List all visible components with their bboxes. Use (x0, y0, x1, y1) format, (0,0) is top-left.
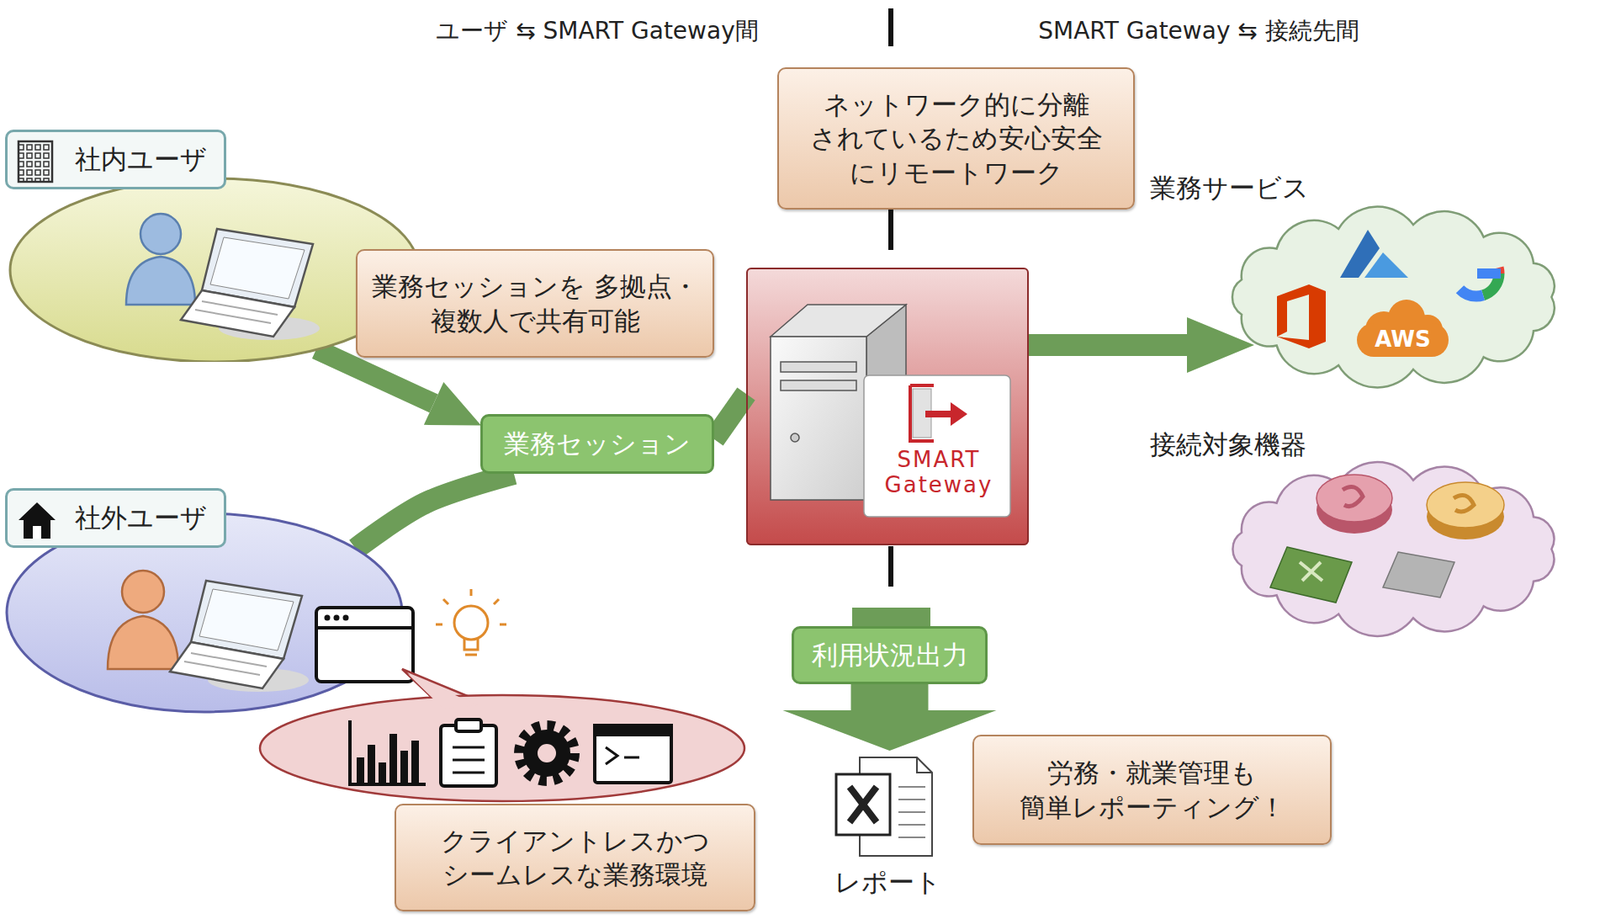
lightbulb-icon (435, 588, 507, 625)
clipboard-icon (440, 725, 497, 786)
node-text: 業務セッションを 多拠点・複数人で共有可能 (370, 269, 700, 338)
chart-icon (349, 720, 426, 785)
divider-line (888, 209, 894, 250)
excel-icon (898, 786, 926, 838)
terminal-icon (605, 747, 640, 764)
section-header: SMART Gateway ⇆ 接続先間 (1038, 16, 1359, 45)
server-icon (770, 336, 867, 500)
gear-icon (537, 743, 557, 763)
server-icon (780, 361, 857, 372)
chart-icon (356, 757, 365, 783)
flow-arrow (1028, 333, 1187, 356)
chart-icon (400, 750, 408, 783)
gateway-housing (746, 267, 1029, 546)
excel-icon (849, 786, 877, 822)
terminal-icon (594, 725, 672, 783)
node-text: 労務・就業管理も 簡単レポーティング！ (987, 755, 1317, 824)
terminal-icon (594, 725, 672, 735)
cloud-shape (1232, 206, 1555, 388)
user-group: 社外ユーザ (5, 487, 409, 716)
gear-icon (523, 729, 571, 777)
clipboard-icon (455, 719, 482, 732)
clipboard-icon (440, 719, 497, 786)
group-tag: 社外ユーザ (5, 487, 227, 548)
cloud-heading: 業務サービス (1149, 172, 1309, 204)
label-holder: ユーザ ⇆ SMART Gateway間 (370, 15, 825, 48)
logo-box (925, 402, 968, 426)
node-text: SMART Gateway (865, 447, 1012, 499)
chart-icon (349, 720, 426, 785)
feature-callout: クライアントレスかつ シームレスな業務環境 (394, 803, 756, 912)
excel-icon (836, 773, 891, 835)
gateway-housing (746, 267, 1029, 546)
feature-callout: 労務・就業管理も 簡単レポーティング！ (972, 734, 1332, 845)
service-cloud: 業務サービス (1149, 172, 1582, 393)
node-text: ネットワーク的に分離 されているため安心安全 にリモートワーク (792, 87, 1120, 190)
lightbulb-icon (435, 588, 507, 655)
server-icon (780, 380, 857, 391)
gateway-box: SMART Gateway (746, 267, 1029, 546)
node-text: レポート (834, 866, 942, 898)
chart-icon (389, 733, 398, 783)
speech-bubble (407, 673, 478, 709)
cloud-shape (1149, 172, 1582, 393)
label-holder: AWS (1356, 326, 1449, 352)
cloud-shape (1149, 429, 1582, 641)
cloud-shape (1232, 461, 1554, 636)
speech-bubble (259, 694, 745, 801)
node-text: 業務セッション (491, 426, 704, 462)
session-pill: 業務セッション (480, 413, 715, 474)
cloud-heading: 接続対象機器 (1149, 429, 1307, 461)
node-text: クライアントレスかつ シームレスな業務環境 (409, 823, 741, 892)
excel-icon (916, 757, 933, 773)
group-tag: 社内ユーザ (5, 129, 227, 190)
gear-icon (519, 725, 575, 781)
section-header: ユーザ ⇆ SMART Gateway間 (435, 16, 758, 45)
chart-icon (411, 740, 419, 783)
clipboard-icon (452, 747, 485, 773)
terminal-icon (594, 725, 672, 783)
node-text: 利用状況出力 (802, 637, 977, 673)
output-pill: 利用状況出力 (791, 625, 988, 684)
chart-icon (378, 762, 387, 783)
divider-line (888, 545, 894, 587)
feature-callout: ネットワーク的に分離 されているため安心安全 にリモートワーク (777, 67, 1135, 210)
lightbulb-icon (464, 637, 478, 655)
report-file: レポート (828, 750, 947, 898)
label-holder: SMART Gateway ⇆ 接続先間 (967, 15, 1431, 48)
device-cloud: 接続対象機器 (1149, 429, 1582, 641)
chart-icon (367, 744, 376, 783)
speech-bubble (402, 668, 484, 707)
flow-arrow (783, 683, 997, 751)
badge-text: AWS (1374, 326, 1431, 352)
flow-arrow (355, 473, 514, 549)
excel-icon (836, 757, 933, 856)
feature-callout: 業務セッションを 多拠点・複数人で共有可能 (355, 249, 715, 358)
server-icon (770, 304, 906, 337)
lightbulb-icon (454, 605, 488, 640)
flow-arrow (714, 393, 747, 440)
divider-line (888, 8, 894, 47)
server-icon (790, 433, 800, 442)
gear-icon (519, 725, 575, 781)
